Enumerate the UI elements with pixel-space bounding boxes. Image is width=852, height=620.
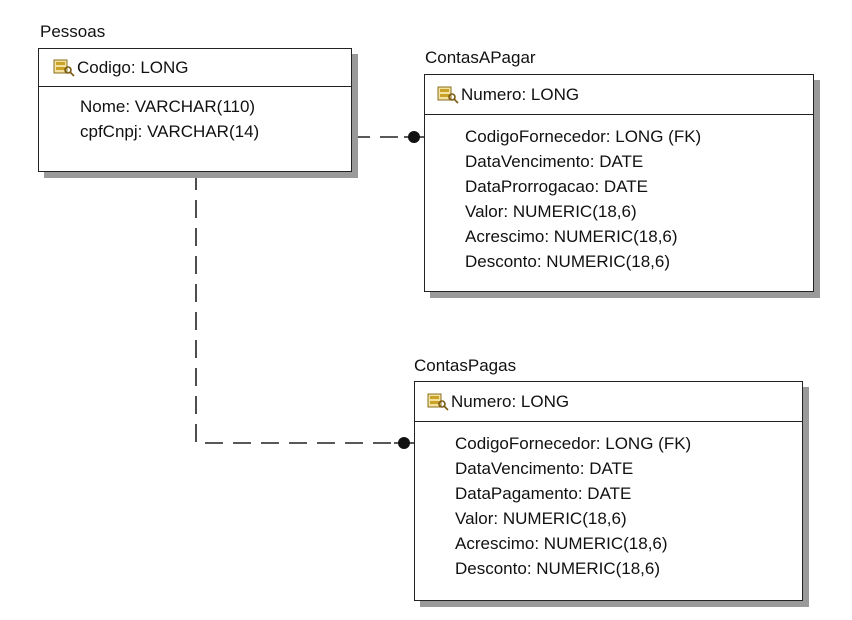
attribute-list: Nome: VARCHAR(110) cpfCnpj: VARCHAR(14) <box>39 87 351 144</box>
primary-key-row: Numero: LONG <box>425 75 813 115</box>
attribute: Acrescimo: NUMERIC(18,6) <box>455 534 668 553</box>
entity-title-contas-a-pagar: ContasAPagar <box>425 48 536 67</box>
primary-key-label: Codigo: LONG <box>77 57 189 77</box>
key-icon <box>437 85 459 105</box>
key-icon <box>53 58 75 78</box>
primary-key-label: Numero: LONG <box>451 391 570 411</box>
attribute: Nome: VARCHAR(110) <box>80 97 256 116</box>
attribute: DataVencimento: DATE <box>455 459 634 478</box>
attribute: Desconto: NUMERIC(18,6) <box>455 559 661 578</box>
entity-pessoas[interactable]: Codigo: LONG Nome: VARCHAR(110) cpfCnpj: … <box>38 48 352 172</box>
attribute: DataProrrogacao: DATE <box>465 177 648 196</box>
entity-contas-a-pagar[interactable]: Numero: LONG CodigoFornecedor: LONG (FK)… <box>424 74 814 292</box>
entity-contas-pagas[interactable]: Numero: LONG CodigoFornecedor: LONG (FK)… <box>414 381 803 601</box>
attribute: Valor: NUMERIC(18,6) <box>465 202 637 221</box>
attribute: Desconto: NUMERIC(18,6) <box>465 252 671 271</box>
relationship-line-contas-pagas <box>195 172 398 444</box>
entity-title-contas-pagas: ContasPagas <box>414 356 517 375</box>
primary-key-row: Codigo: LONG <box>39 49 351 87</box>
attribute-list: CodigoFornecedor: LONG (FK) DataVenciment… <box>415 422 802 581</box>
primary-key-label: Numero: LONG <box>461 84 580 104</box>
attribute: DataPagamento: DATE <box>455 484 632 503</box>
attribute: Valor: NUMERIC(18,6) <box>455 509 627 528</box>
attribute: DataVencimento: DATE <box>465 152 644 171</box>
attribute: CodigoFornecedor: LONG (FK) <box>455 434 692 453</box>
relationship-end-dot <box>408 131 420 143</box>
attribute: Acrescimo: NUMERIC(18,6) <box>465 227 678 246</box>
attribute: CodigoFornecedor: LONG (FK) <box>465 127 702 146</box>
relationship-end-dot <box>398 437 410 449</box>
entity-title-pessoas: Pessoas <box>40 22 106 41</box>
key-icon <box>427 392 449 412</box>
attribute-list: CodigoFornecedor: LONG (FK) DataVenciment… <box>425 115 813 274</box>
primary-key-row: Numero: LONG <box>415 382 802 422</box>
attribute: cpfCnpj: VARCHAR(14) <box>80 122 260 141</box>
